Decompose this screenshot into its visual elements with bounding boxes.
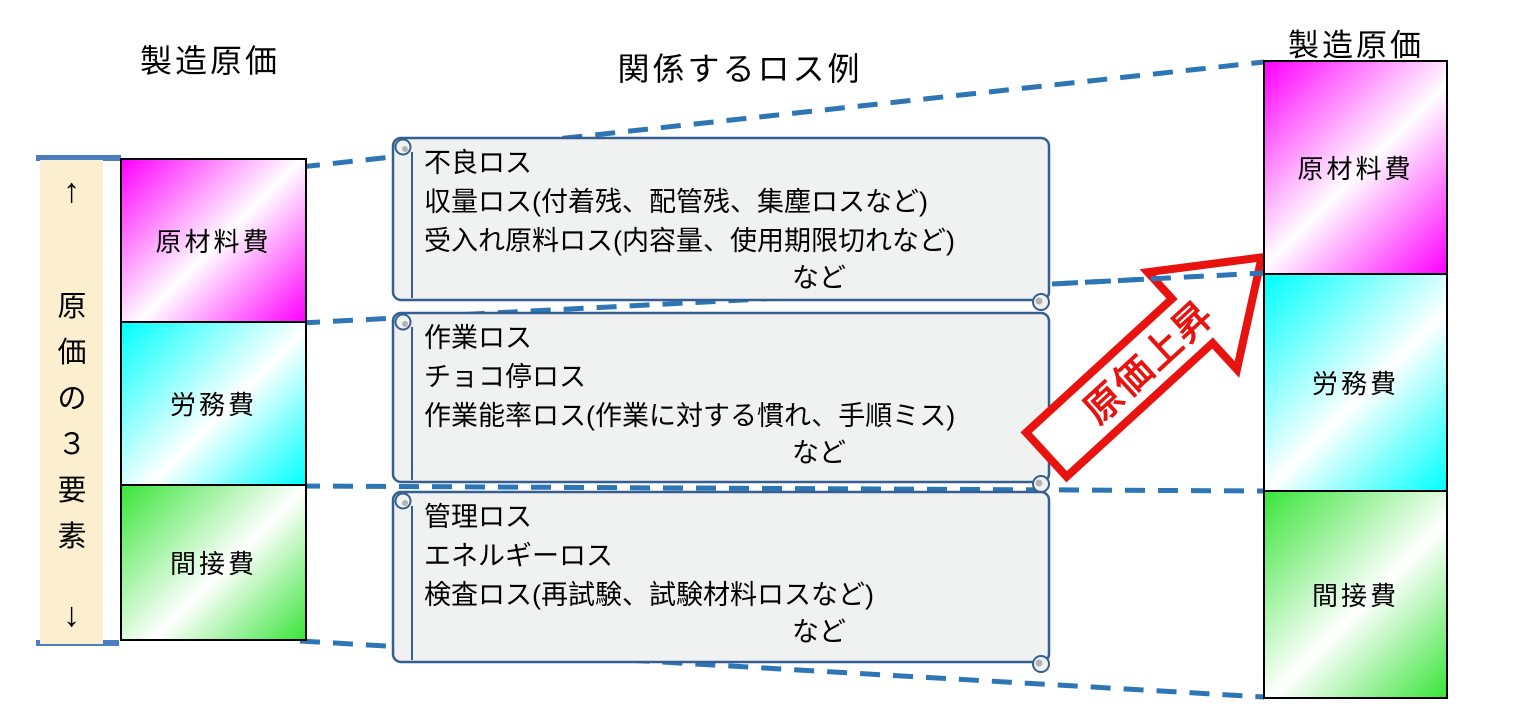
loss-box-2-line: 作業ロス [424,323,532,353]
left-bar-segment-labor: 労務費 [120,321,307,486]
left-bar-segment-materials: 原材料費 [120,158,307,323]
axis-arrow-down: ↓ [63,596,80,634]
loss-box-3-line: 検査ロス(再試験、試験材料ロスなど) [424,580,874,610]
right-bar-segment-labor: 労務費 [1263,273,1448,492]
loss-box-1-line: 収量ロス(付着残、配管残、集塵ロスなど) [424,187,928,217]
segment-label: 労務費 [169,390,257,420]
left-bar-title: 製造原価 [139,43,280,79]
loss-box-2-etc: など [792,438,846,468]
segment-label: 原材料費 [155,227,272,257]
connector-line-upper-overlay [1051,270,1265,287]
right-bar-segment-materials: 原材料費 [1263,60,1448,275]
right-bar-segment-indirect: 間接費 [1263,490,1448,699]
loss-box-3-shape [391,490,1051,673]
connector-line-lower [299,483,1265,494]
connector-line-top [299,59,1265,170]
loss-box-3-etc: など [792,617,846,647]
loss-box-2-line: チョコ停ロス [424,362,586,392]
axis-label: 原価の３要素 [57,291,87,553]
axis-arrow-up: ↑ [63,172,80,210]
right-cost-bar: 原材料費 労務費 間接費 [1263,60,1448,699]
loss-box-1-line: 受入れ原料ロス(内容量、使用期限切れなど) [424,226,955,256]
left-bar-segment-indirect: 間接費 [120,484,307,641]
loss-box-3-line: 管理ロス [424,502,532,532]
loss-box-1-line: 不良ロス [424,148,532,178]
loss-examples-title: 関係するロス例 [617,51,863,87]
segment-label: 原材料費 [1297,154,1414,184]
loss-box-2-shape [391,311,1051,493]
loss-box-1-etc: など [792,263,846,293]
loss-box-1-shape [391,136,1051,311]
loss-box-3-line: エネルギーロス [424,541,613,571]
connector-line-bottom [299,638,1265,700]
left-cost-bar: 原材料費 労務費 間接費 [120,158,307,641]
segment-label: 間接費 [1311,581,1399,611]
segment-label: 間接費 [169,549,257,579]
cost-elements-axis-strip [40,160,103,644]
right-bar-title: 製造原価 [1288,28,1424,63]
segment-label: 労務費 [1311,369,1399,399]
loss-box-2-line: 作業能率ロス(作業に対する慣れ、手順ミス) [424,401,956,431]
